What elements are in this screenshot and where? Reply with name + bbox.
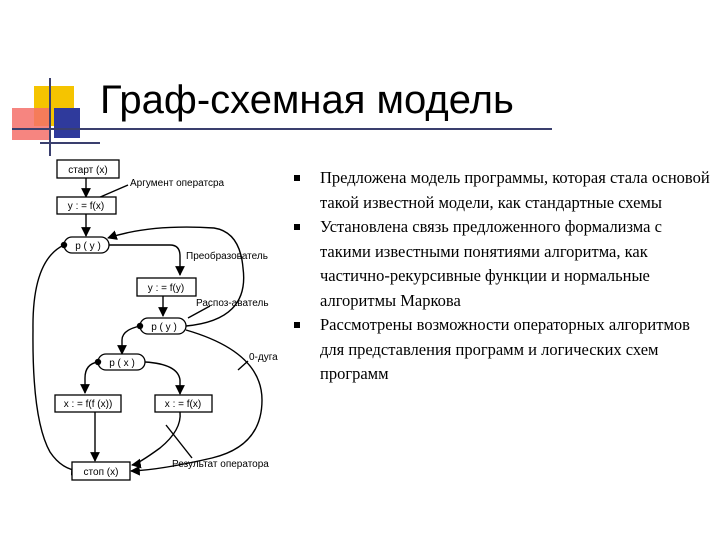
deco-horizontal-line-short — [40, 142, 100, 144]
bullet-item: Рассмотрены возможности операторных алго… — [292, 313, 712, 387]
edge-p2-p3 — [117, 325, 141, 355]
label-result: Результат оператора — [172, 459, 269, 470]
edge-p1-transform — [109, 244, 185, 276]
box-assign-x-fx-text: x : = f(x) — [165, 399, 201, 410]
deco-horizontal-line — [12, 128, 552, 130]
bullet-square-icon — [294, 322, 300, 328]
box-stop-text: стоп (x) — [84, 467, 119, 478]
edge-p1-stop — [32, 244, 81, 476]
edge-fx-stop — [131, 411, 181, 469]
leader-zero-arc — [237, 360, 249, 371]
edge-p3-fx — [144, 361, 185, 395]
box-start — [56, 159, 120, 179]
bullet-item: Установлена связь предложенного формализ… — [292, 215, 712, 313]
leader-argument — [97, 184, 129, 199]
box-assign-x-fx — [154, 394, 213, 413]
predicate-p3-text: p ( x ) — [109, 358, 135, 369]
box-assign-y2-text: y : = f(y) — [148, 283, 184, 294]
box-assign-y-text: y : = f(x) — [68, 201, 104, 212]
bullet-text: Рассмотрены возможности операторных алго… — [320, 315, 690, 383]
deco-red-square — [12, 108, 50, 140]
bullet-item: Предложена модель программы, которая ста… — [292, 166, 712, 215]
bullet-list: Предложена модель программы, которая ста… — [292, 166, 712, 387]
box-assign-x-ffx — [54, 394, 122, 413]
bullet-text: Установлена связь предложенного формализ… — [320, 217, 662, 310]
bullet-square-icon — [294, 224, 300, 230]
graph-scheme-diagram: старт (x) y : = f(x) y : = f(y) x : = f(… — [32, 159, 278, 481]
box-assign-y2 — [136, 277, 197, 297]
label-zero-arc: 0-дуга — [249, 352, 278, 363]
box-stop — [71, 461, 131, 481]
predicate-p2-text: p ( y ) — [151, 322, 177, 333]
deco-vertical-line — [49, 78, 51, 156]
bullet-text: Предложена модель программы, которая ста… — [320, 168, 710, 212]
deco-blue-square — [54, 108, 80, 138]
box-start-text: старт (x) — [68, 165, 107, 176]
predicate-p1-dot — [60, 241, 68, 249]
label-argument: Аргумент оператсра — [130, 178, 225, 189]
bullet-square-icon — [294, 175, 300, 181]
leader-recognizer — [187, 305, 211, 319]
edge-zero-arc — [130, 329, 263, 476]
label-transformer: Преобразователь — [186, 250, 268, 262]
edge-p3-ffx — [80, 361, 99, 394]
predicate-p2-dot — [136, 322, 144, 330]
predicate-p3-dot — [94, 358, 102, 366]
box-assign-x-ffx-text: x : = f(f (x)) — [64, 399, 113, 410]
slide-title: Граф-схемная модель — [100, 78, 514, 122]
edge-p2-back — [107, 226, 245, 327]
box-assign-y — [56, 196, 117, 215]
label-recognizer: Распоз-аватель — [196, 298, 269, 309]
predicate-p1-text: p ( y ) — [75, 241, 101, 252]
leader-result — [165, 424, 193, 459]
